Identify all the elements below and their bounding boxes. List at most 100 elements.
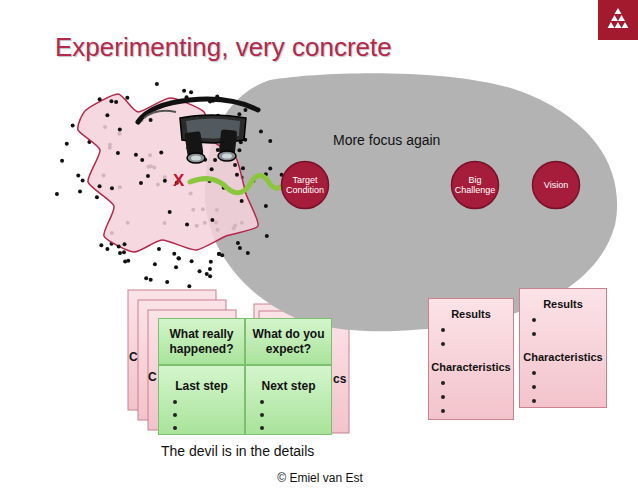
scatter-dot: [165, 280, 169, 284]
bullet-dot: [532, 371, 536, 375]
scatter-dot: [114, 100, 118, 104]
scatter-dot: [98, 184, 102, 188]
scatter-dot: [153, 262, 157, 266]
scatter-dot: [118, 185, 122, 189]
scatter-dot: [76, 173, 80, 177]
scatter-dot: [95, 195, 99, 199]
scatter-dot: [186, 146, 190, 150]
scatter-dot: [211, 99, 215, 103]
question-card: What really happened?: [158, 318, 245, 365]
bullet-dot: [260, 413, 264, 417]
scatter-dot: [187, 284, 191, 288]
scatter-dot: [125, 96, 129, 100]
scatter-dot: [198, 269, 202, 273]
scatter-dot: [146, 174, 150, 178]
scatter-dot: [187, 121, 191, 125]
scatter-dot: [189, 192, 193, 196]
scatter-dot: [109, 99, 113, 103]
step-card: Last step: [158, 365, 245, 435]
result-card: ResultsCharacteristics: [428, 298, 514, 420]
scatter-dot: [149, 118, 153, 122]
scatter-dot: [108, 143, 112, 147]
bullet-dot: [173, 413, 177, 417]
scatter-dot: [134, 153, 138, 157]
scatter-dot: [118, 132, 122, 136]
scatter-dot: [81, 179, 85, 183]
scatter-dot: [203, 221, 207, 225]
scatter-dot: [189, 90, 193, 94]
scatter-dot: [65, 142, 69, 146]
card-heading: Characteristics: [520, 351, 606, 363]
scatter-dot: [149, 164, 153, 168]
bullet-dot: [532, 318, 536, 322]
scatter-dot: [139, 181, 143, 185]
scatter-dot: [168, 210, 172, 214]
scatter-dot: [176, 256, 180, 260]
question-card: What do you expect?: [245, 318, 332, 365]
scatter-dot: [194, 156, 198, 160]
scatter-dot: [110, 242, 114, 246]
scatter-dot: [105, 247, 109, 251]
scatter-dot: [140, 118, 144, 122]
scatter-dot: [182, 89, 186, 93]
bullet-dot: [173, 426, 177, 430]
scatter-dot: [140, 158, 144, 162]
card-question: What do you expect?: [248, 319, 329, 364]
scatter-dot: [208, 267, 212, 271]
scatter-dot: [159, 150, 163, 154]
bullet-dot: [532, 399, 536, 403]
scatter-dot: [185, 95, 189, 99]
scatter-dot: [105, 113, 109, 117]
bullet-dot: [532, 332, 536, 336]
scatter-dot: [215, 94, 219, 98]
scatter-dot: [60, 159, 64, 163]
scatter-dot: [117, 244, 121, 248]
scatter-dot: [174, 265, 178, 269]
scatter-dot: [207, 134, 211, 138]
scatter-dot: [110, 231, 114, 235]
scatter-dot: [208, 274, 212, 278]
target-mark: X: [173, 171, 184, 191]
scatter-dot: [126, 221, 130, 225]
bullet-dot: [441, 342, 445, 346]
scatter-dot: [99, 243, 103, 247]
scatter-dot: [191, 208, 195, 212]
scatter-dot: [163, 175, 167, 179]
scatter-dot: [144, 276, 148, 280]
target-circle: Target Condition: [280, 160, 330, 210]
scatter-dot: [102, 174, 106, 178]
scatter-dot: [155, 82, 159, 86]
scatter-dot: [217, 252, 221, 256]
scatter-dot: [185, 222, 189, 226]
region-label: More focus again: [333, 132, 440, 148]
scatter-dot: [190, 259, 194, 263]
slide-title: Experimenting, very concrete: [55, 32, 392, 63]
scatter-dot: [110, 186, 114, 190]
card-fragment: C: [148, 370, 157, 384]
result-card: ResultsCharacteristics: [519, 288, 607, 408]
card-fragment: cs: [333, 372, 346, 386]
scatter-dot: [116, 151, 120, 155]
scatter-dot: [201, 207, 205, 211]
scatter-dot: [152, 165, 156, 169]
card-fragment: C: [129, 350, 138, 364]
scatter-dot: [157, 247, 161, 251]
step-card: Next step: [245, 365, 332, 435]
circle-label: Vision: [531, 160, 581, 210]
card-heading: Last step: [159, 379, 244, 393]
scatter-dot: [98, 97, 102, 101]
scatter-dot: [189, 139, 193, 143]
scatter-dot: [184, 117, 188, 121]
scatter-dot: [108, 146, 112, 150]
card-question: What really happened?: [161, 319, 242, 364]
bullet-dot: [441, 381, 445, 385]
scatter-dot: [118, 127, 122, 131]
scatter-dot: [71, 124, 75, 128]
scatter-dot: [208, 99, 212, 103]
scatter-dot: [118, 251, 122, 255]
scatter-dot: [217, 252, 221, 256]
scatter-dot: [205, 272, 209, 276]
scatter-dot: [122, 250, 126, 254]
scatter-dot: [209, 260, 213, 264]
